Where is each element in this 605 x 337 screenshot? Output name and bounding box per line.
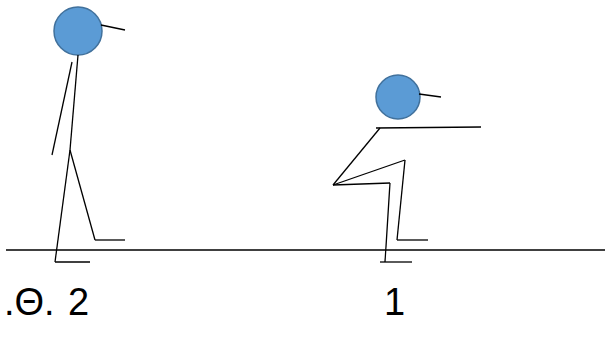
- position-label: 2: [68, 283, 89, 321]
- position-label: 1: [384, 283, 405, 321]
- ground-line: [6, 249, 605, 250]
- standing-figure: [52, 7, 125, 262]
- squatting-figure: [333, 75, 481, 262]
- position-label: .Θ.: [4, 283, 55, 321]
